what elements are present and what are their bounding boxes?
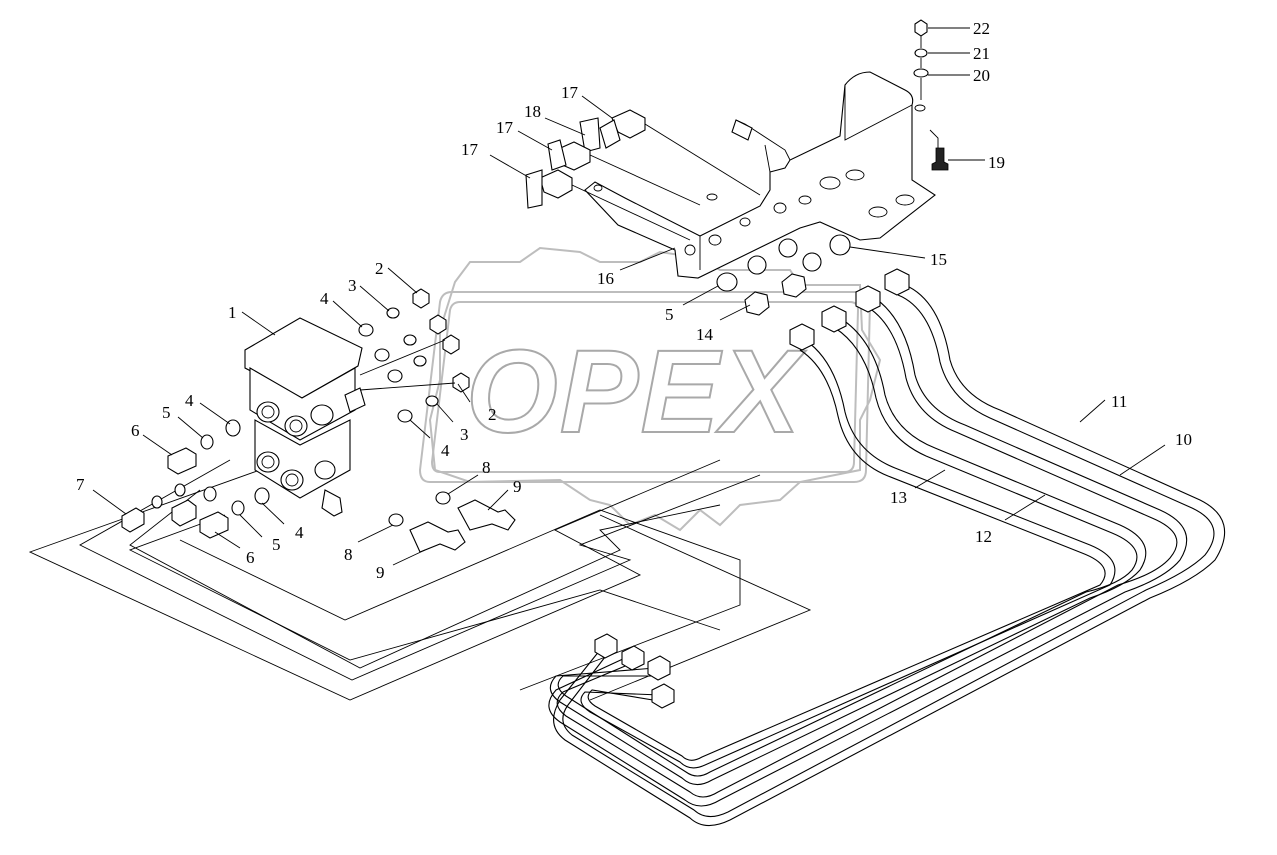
valve-assembly	[244, 317, 366, 517]
tube-left-loop-4	[179, 509, 741, 691]
callout-20: 20	[973, 66, 990, 85]
fitting-17-low	[539, 169, 573, 199]
leader-lines	[92, 27, 1166, 566]
bracket-front-fittings	[716, 234, 851, 316]
callout-3: 3	[348, 276, 357, 295]
callout-17: 17	[496, 118, 514, 137]
callout-4: 4	[295, 523, 304, 542]
callout-22: 22	[973, 19, 990, 38]
watermark-gear	[428, 246, 882, 532]
tube-left-loop-5	[128, 514, 721, 661]
callout-5: 5	[272, 535, 281, 554]
callout-12: 12	[975, 527, 992, 546]
fitting-18	[579, 117, 601, 153]
callout-16: 16	[597, 269, 614, 288]
left-port-fittings	[121, 419, 270, 539]
tube-left-loop-6	[589, 514, 812, 701]
pipe-13-inner	[587, 349, 1106, 761]
callout-2: 2	[488, 405, 497, 424]
elbow-fittings	[388, 491, 516, 553]
tube-nuts-lower	[594, 633, 675, 709]
pipe-10-outer	[553, 284, 1226, 827]
pipe-11-outer	[548, 294, 1188, 807]
callout-15: 15	[930, 250, 947, 269]
washer-21	[914, 48, 928, 58]
callout-6: 6	[131, 421, 140, 440]
left-tube-routing	[28, 459, 812, 701]
callout-5: 5	[162, 403, 171, 422]
tube-left-loop-3	[129, 489, 721, 669]
callout-1: 1	[228, 303, 237, 322]
pipe-12-outer	[549, 317, 1147, 786]
mounting-bracket	[584, 71, 936, 279]
callout-17: 17	[461, 140, 479, 159]
callout-6: 6	[246, 548, 255, 567]
washer-20	[913, 68, 929, 78]
callout-8: 8	[482, 458, 491, 477]
fastener-stack	[913, 19, 949, 171]
callout-2: 2	[375, 259, 384, 278]
elbow-9-lower	[409, 521, 466, 553]
tube-left-loop-2	[79, 459, 761, 681]
watermark-text: OPEX	[466, 326, 806, 458]
callout-7: 7	[76, 475, 85, 494]
bolt-19	[931, 147, 949, 171]
pipe-11-inner	[556, 304, 1178, 798]
callout-labels: 1 2 2 3 3 4 4 4 4 5 5 5 6 6 7 8 8 9 9 10…	[76, 19, 1192, 582]
callout-5: 5	[665, 305, 674, 324]
callout-10: 10	[1175, 430, 1192, 449]
pipe-13-outer	[580, 339, 1116, 769]
callout-4: 4	[441, 441, 450, 460]
callout-9: 9	[376, 563, 385, 582]
elbow-9-upper	[457, 499, 516, 531]
callout-9: 9	[513, 477, 522, 496]
watermark: OPEX	[418, 246, 882, 532]
callout-19: 19	[988, 153, 1005, 172]
callout-3: 3	[460, 425, 469, 444]
callout-18: 18	[524, 102, 541, 121]
upper-port-fittings	[358, 288, 470, 423]
callout-13: 13	[890, 488, 907, 507]
bracket-top-fittings	[525, 109, 761, 241]
pipe-10-inner	[562, 294, 1215, 818]
bracket-plate	[584, 71, 936, 279]
callout-17: 17	[561, 83, 579, 102]
callout-11: 11	[1111, 392, 1127, 411]
tube-nuts-upper	[789, 268, 910, 351]
tube-left-loop-1	[28, 459, 721, 701]
callout-21: 21	[973, 44, 990, 63]
callout-4: 4	[320, 289, 329, 308]
callout-8: 8	[344, 545, 353, 564]
callout-4: 4	[185, 391, 194, 410]
pipe-bundle	[548, 268, 1226, 827]
nut-22	[914, 19, 928, 37]
callout-14: 14	[696, 325, 714, 344]
